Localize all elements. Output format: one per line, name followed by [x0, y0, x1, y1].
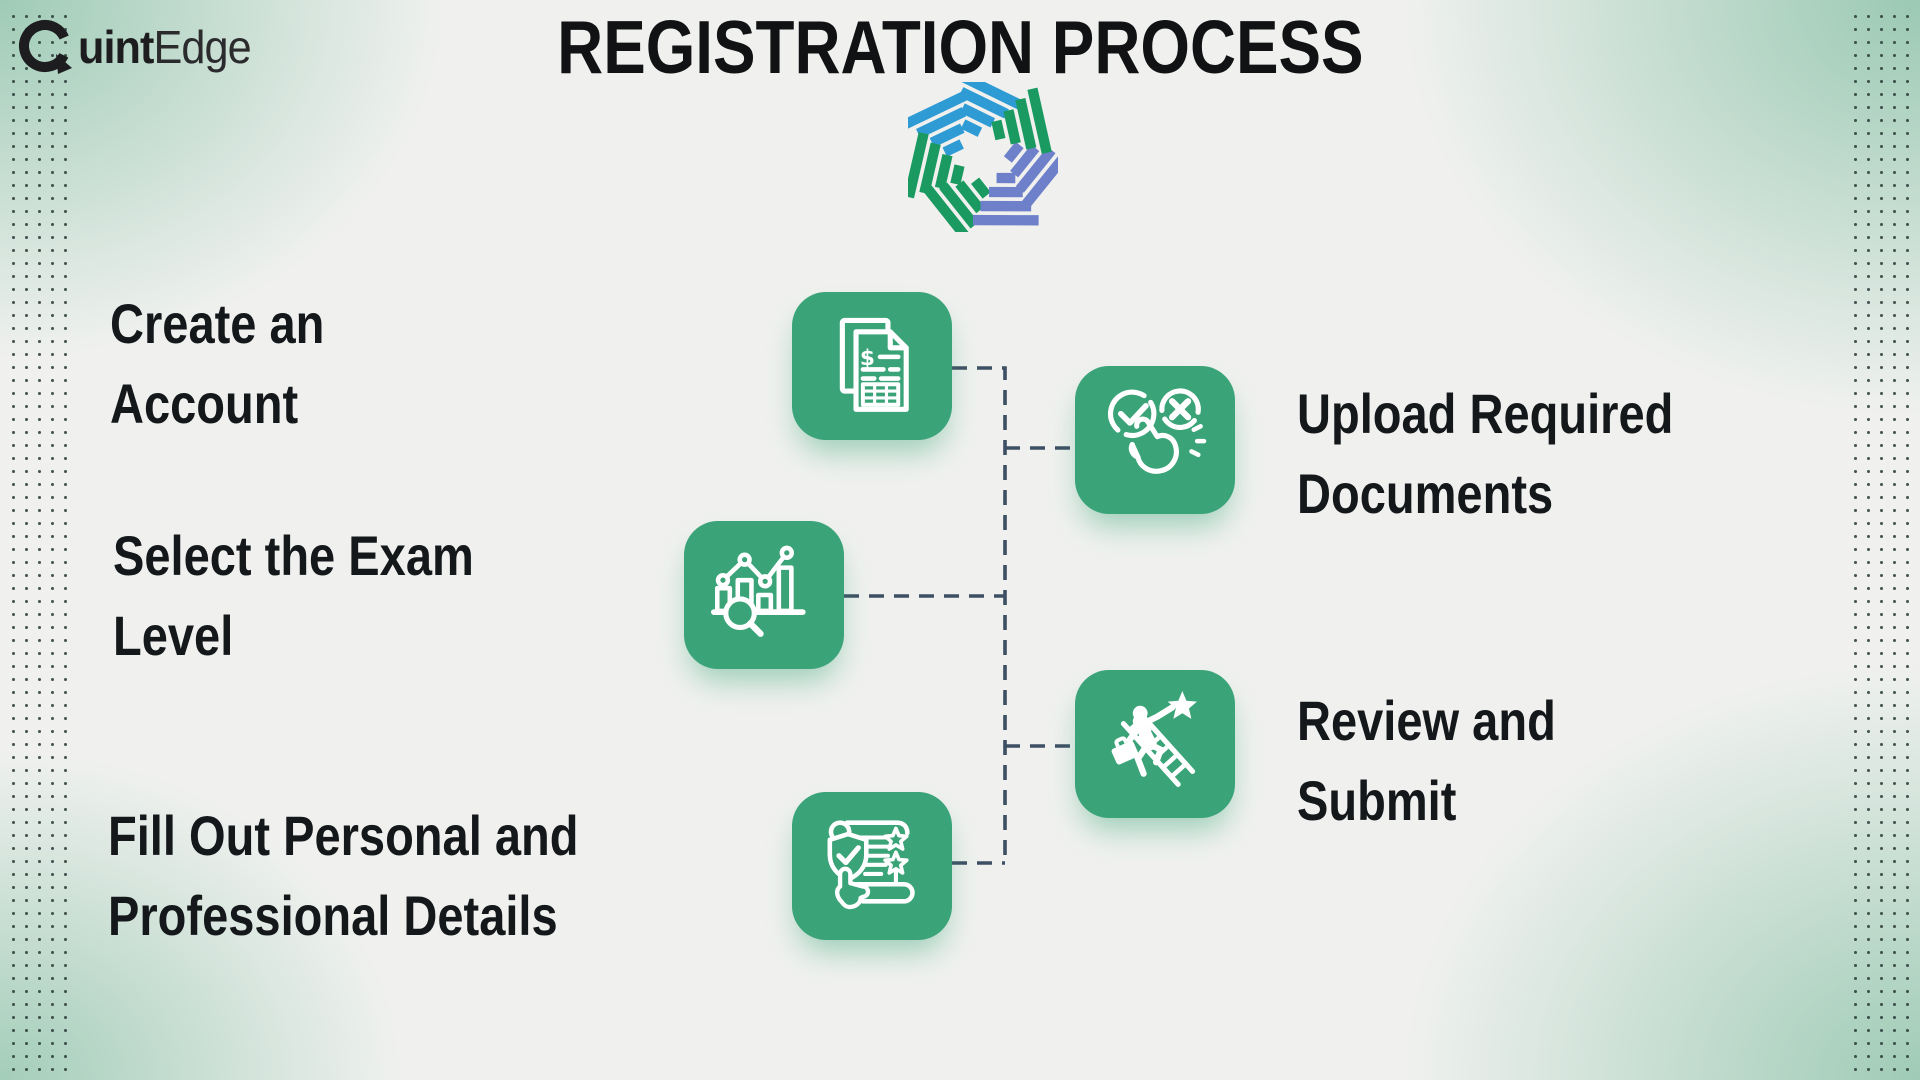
brand-bold-text: uint [78, 21, 154, 73]
step-label-line: Upload Required [1297, 382, 1674, 445]
step-label-create-account: Create an Account [110, 284, 324, 444]
step-label-line: Select the Exam [113, 524, 474, 587]
tile-review-submit [1075, 670, 1235, 818]
step-label-fill-details: Fill Out Personal and Professional Detai… [108, 796, 578, 956]
tile-select-exam [684, 521, 844, 669]
step-label-line: Documents [1297, 462, 1554, 525]
career-ladder-icon [1111, 690, 1197, 787]
analytics-icon [710, 545, 806, 637]
title-wrap: REGISTRATION PROCESS [0, 4, 1920, 90]
invoice-icon: $ [839, 317, 909, 412]
quintedge-wordmark: uintEdge [78, 20, 252, 74]
cfa-pinwheel-logo-icon [908, 82, 1058, 232]
step-label-line: Submit [1297, 769, 1457, 832]
tile-create-account: $ [792, 292, 952, 440]
step-label-select-exam: Select the Exam Level [113, 516, 474, 676]
step-label-line: Professional Details [108, 884, 558, 947]
step-label-line: Account [110, 372, 299, 435]
step-label-line: Review and [1297, 689, 1556, 752]
dollar-glyph: $ [860, 346, 875, 371]
quintedge-q-icon [18, 19, 72, 74]
quintedge-logo: uintEdge [16, 16, 262, 78]
brand-light-text: Edge [153, 21, 251, 73]
step-label-review-submit: Review and Submit [1297, 681, 1556, 841]
step-label-line: Create an [110, 292, 325, 355]
approve-reject-icon [1107, 388, 1207, 474]
step-label-upload-documents: Upload Required Documents [1297, 374, 1673, 534]
checklist-icon [827, 820, 915, 910]
step-label-line: Fill Out Personal and [108, 804, 579, 867]
dot-pattern-left [7, 10, 69, 1072]
tile-fill-details [792, 792, 952, 940]
step-label-line: Level [113, 604, 234, 667]
dot-pattern-right [1849, 10, 1915, 1072]
tile-upload-documents [1075, 366, 1235, 514]
page-title: REGISTRATION PROCESS [556, 5, 1364, 89]
